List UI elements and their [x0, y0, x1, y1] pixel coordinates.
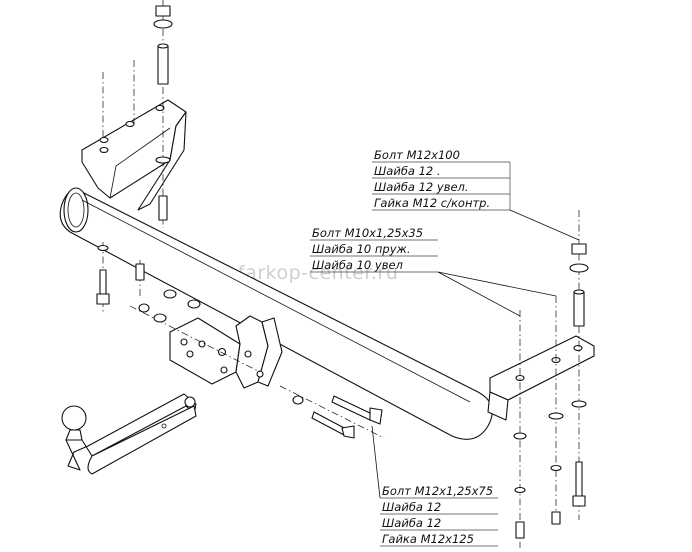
callout-bottom-row: Шайба 12	[382, 516, 441, 530]
callout-middle: Болт M10x1,25x35 Шайба 10 пруж. Шайба 10…	[310, 226, 557, 317]
callout-bottom-row: Шайба 12	[382, 500, 441, 514]
long-bolts	[279, 385, 385, 439]
right-fastener-stack	[513, 210, 589, 548]
callout-middle-row: Болт M10x1,25x35	[312, 226, 423, 240]
callout-middle-row: Шайба 10 пруж.	[312, 242, 411, 256]
left-mounting-bracket	[81, 99, 187, 211]
callout-top-right-row: Шайба 12 .	[374, 164, 441, 178]
tow-ball	[61, 393, 197, 475]
left-lower-fasteners	[96, 242, 261, 373]
left-top-fastener-stack	[102, 0, 173, 228]
callout-bottom: Болт M12x1,25x75 Шайба 12 Шайба 12 Гайка…	[371, 425, 498, 547]
callout-middle-row: Шайба 10 увел	[312, 258, 404, 272]
callout-bottom-row: Болт M12x1,25x75	[382, 484, 493, 498]
callout-top-right-row: Гайка M12 с/контр.	[374, 196, 490, 210]
callout-top-right: Болт M12x100 Шайба 12 . Шайба 12 увел. Г…	[372, 148, 580, 241]
callout-top-right-row: Болт M12x100	[374, 148, 460, 162]
callout-top-right-row: Шайба 12 увел.	[374, 180, 469, 194]
main-cross-tube	[59, 187, 493, 440]
callout-bottom-row: Гайка M12x125	[382, 532, 474, 546]
towball-mounting-plate	[169, 315, 283, 389]
right-mounting-bracket	[487, 335, 595, 421]
watermark-text: farkop-center.ru	[238, 262, 398, 284]
